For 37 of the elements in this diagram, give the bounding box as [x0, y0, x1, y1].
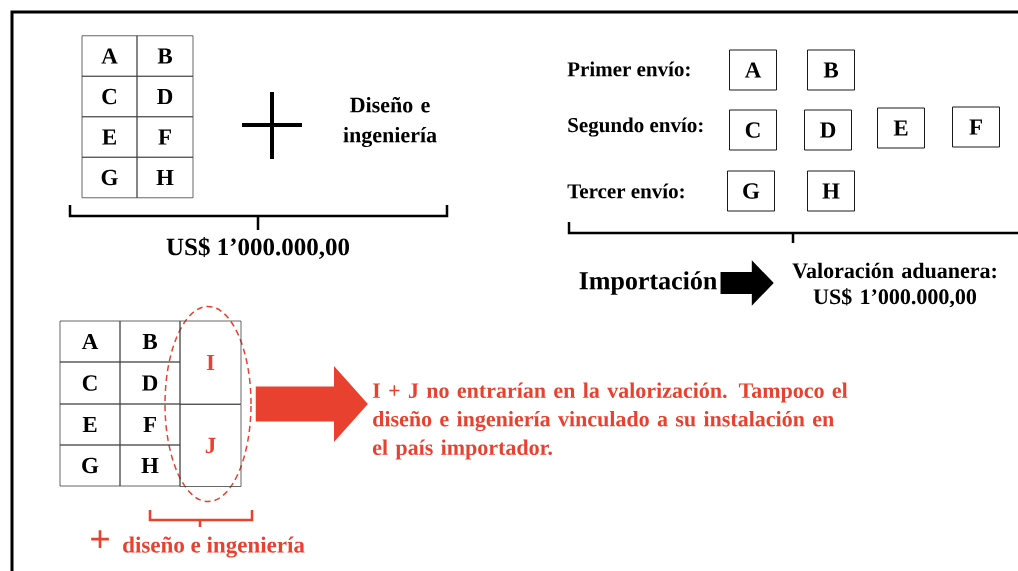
letter-box: C: [729, 109, 777, 151]
note-text: I + J no entrarían en la valorización. Tampoco el diseño e ingeniería vinculado a su instalación en el país importador.: [372, 382, 848, 460]
table-cell: A: [59, 320, 121, 363]
letter-box: D: [804, 109, 852, 151]
table-cell: J: [179, 404, 242, 487]
table-cell: C: [81, 75, 138, 118]
letter-box: B: [807, 49, 855, 91]
value-label: Valoración aduanera: US$ 1’000.000,00: [792, 262, 996, 308]
table-cell: H: [136, 156, 194, 199]
table-cell: C: [59, 361, 121, 405]
table-cell: D: [136, 75, 194, 118]
table-cell: H: [119, 444, 181, 487]
row-label: Segundo envío:: [568, 117, 703, 137]
table-cell: A: [81, 35, 138, 77]
table-cell: G: [81, 156, 138, 199]
table-cell: I: [179, 320, 242, 405]
amount-label: US$ 1’000.000,00: [166, 237, 350, 259]
import-label: Importación: [579, 271, 717, 295]
plus-sign: +: [91, 530, 109, 548]
letter-box: A: [729, 49, 777, 91]
table-cell: D: [119, 361, 181, 405]
table-cell: F: [119, 403, 181, 446]
table-cell: B: [136, 35, 194, 77]
table-cell: E: [59, 403, 121, 446]
caption: Diseño e ingeniería: [343, 96, 437, 148]
table-cell: E: [81, 116, 138, 158]
letter-box: E: [877, 107, 925, 149]
letter-box: H: [807, 170, 855, 212]
letter-box: F: [952, 106, 1000, 148]
table-cell: F: [136, 116, 194, 158]
table-cell: G: [59, 444, 121, 487]
table-cell: B: [119, 320, 181, 363]
row-label: Primer envío:: [567, 61, 690, 77]
dashed-oval: [164, 305, 252, 503]
row-label: Tercer envío:: [567, 183, 684, 199]
letter-box: G: [727, 170, 775, 212]
caption: diseño e ingeniería: [123, 536, 305, 558]
